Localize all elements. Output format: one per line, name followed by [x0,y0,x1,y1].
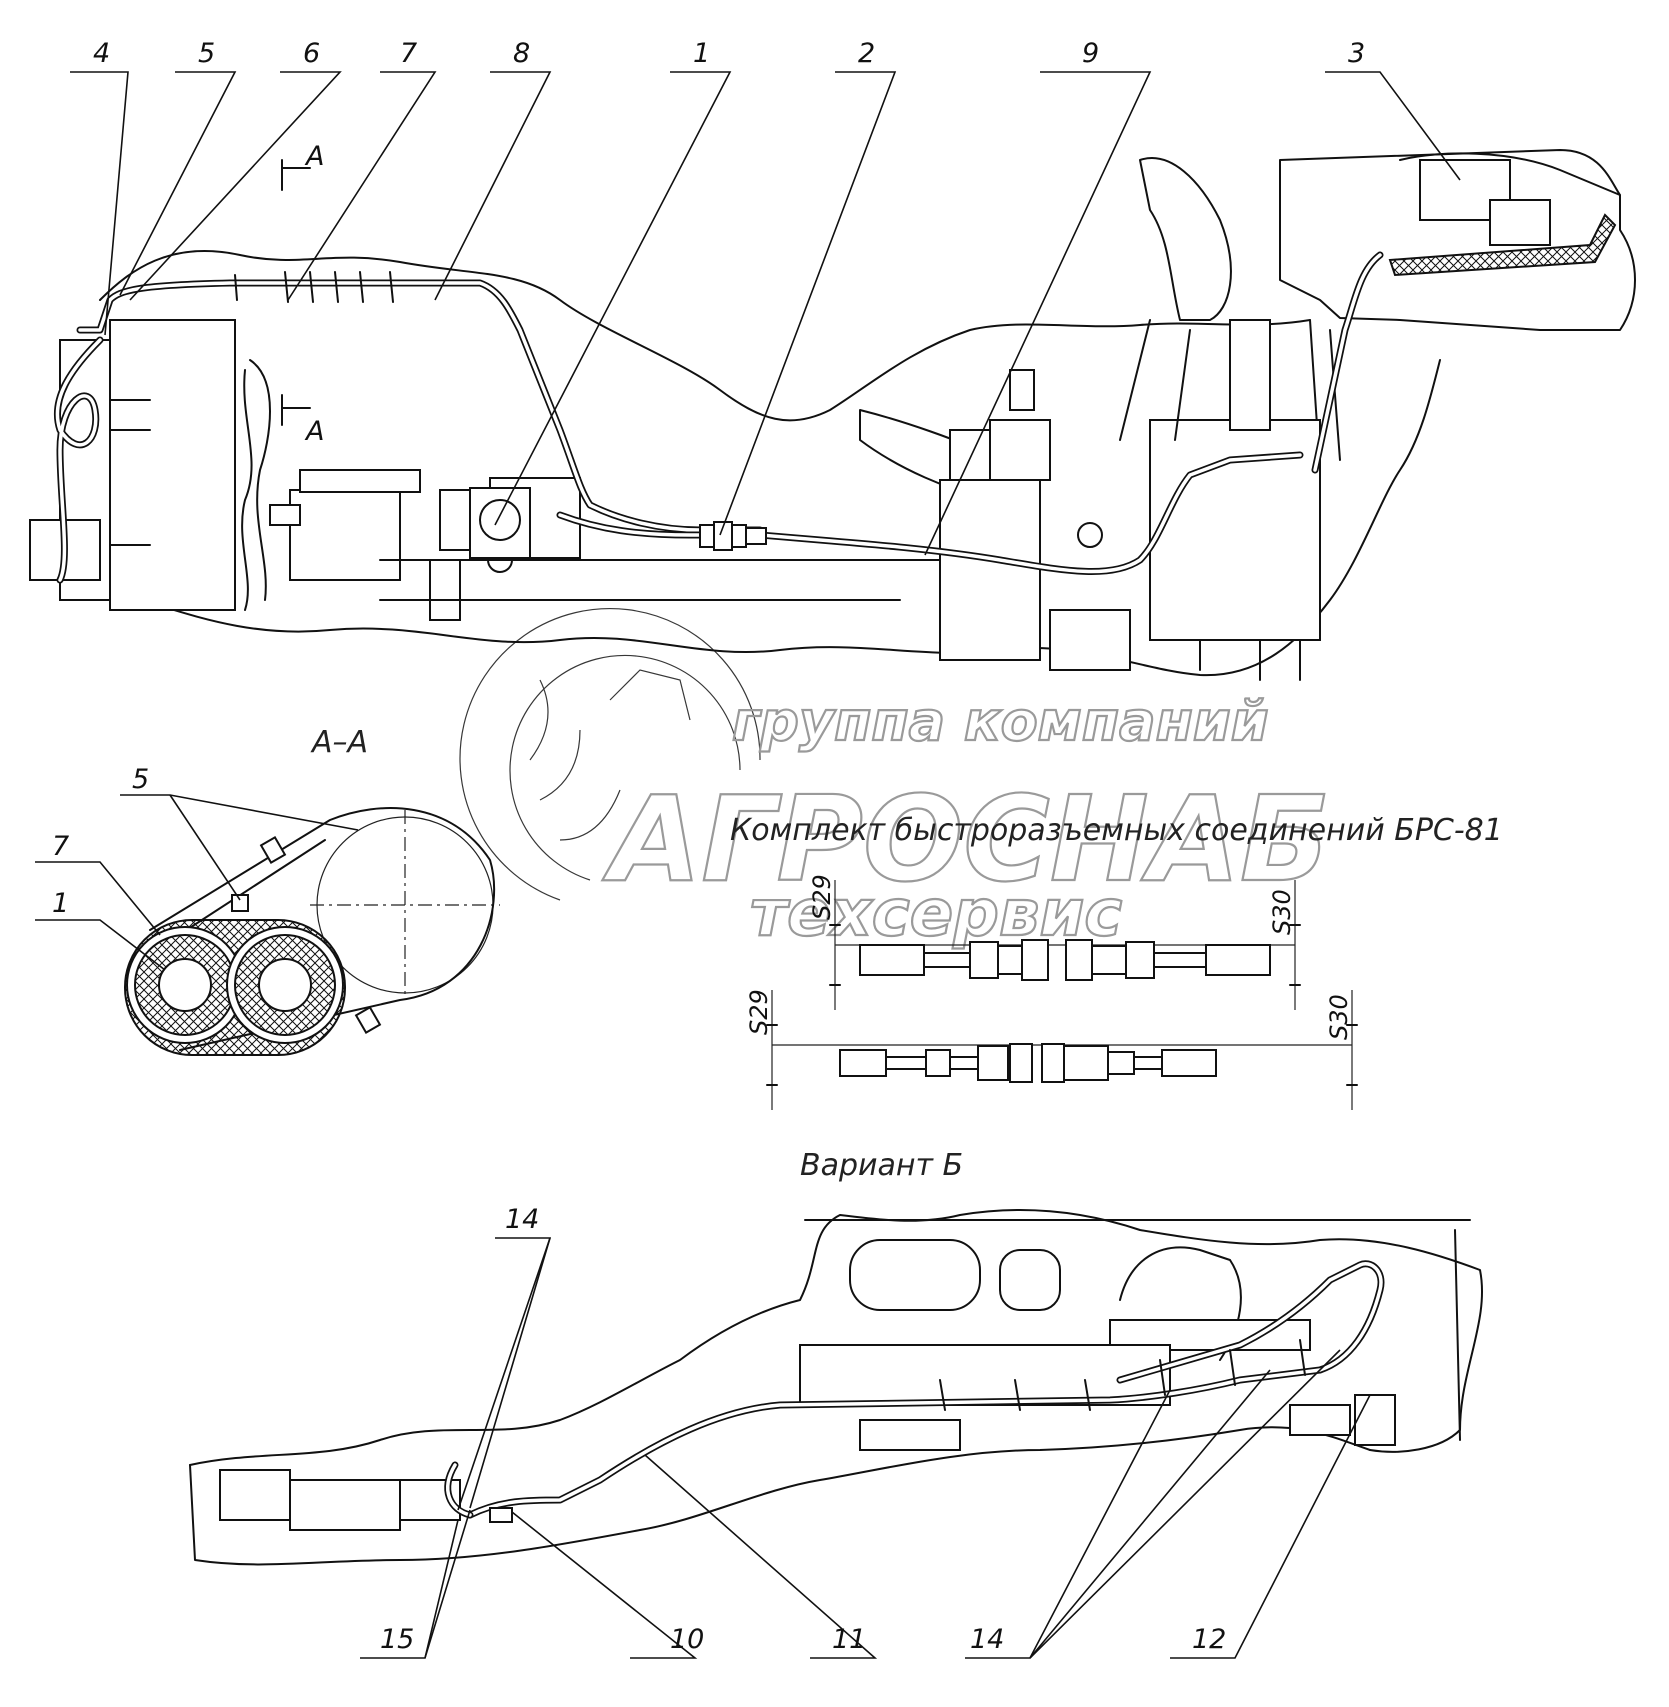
section-mark-bottom: A [304,416,324,447]
coupling-kit-lower [766,990,1358,1110]
section-view-title: A–A [310,725,368,760]
callout-7: 7 [400,38,417,69]
callout-6: 6 [303,38,320,69]
section-callout-5: 5 [132,764,149,795]
variant-b-view [189,1209,1484,1566]
callout-4: 4 [93,38,110,69]
kit-s29-lower: S29 [745,989,773,1035]
main-view: A A [29,141,1636,681]
callout-11: 11 [832,1624,866,1655]
callout-leaders-variant [360,1237,1371,1659]
callout-14-top: 14 [505,1204,539,1235]
watermark-line2: АГРОСНАБ [602,770,1330,908]
section-callout-1: 1 [52,888,69,919]
watermark-line1: группа компаний [732,690,1269,753]
watermark-logo [459,608,761,901]
callout-2: 2 [858,38,875,69]
kit-title: Комплект быстроразъемных соединений БРС-… [730,813,1503,848]
callout-12: 12 [1192,1624,1226,1655]
callout-1: 1 [693,38,710,69]
quick-coupler-assembly [699,521,767,551]
coupling-kit-upper [829,880,1301,1010]
callout-9: 9 [1082,38,1099,69]
section-callout-7: 7 [52,831,69,862]
callout-3: 3 [1348,38,1365,69]
watermark-line3: техсервис [750,877,1122,951]
callout-leaders-main [70,71,1461,556]
callout-5: 5 [198,38,215,69]
section-mark-top: A [304,141,324,172]
section-view-a-a [35,794,500,1056]
kit-s30-upper: S30 [1268,889,1296,935]
kit-s30-lower: S30 [1325,994,1353,1040]
callout-14-bottom: 14 [970,1624,1004,1655]
callout-10: 10 [670,1624,704,1655]
hose-clamps [234,271,394,303]
variant-title: Вариант Б [800,1148,963,1183]
callout-15: 15 [380,1624,414,1655]
kit-s29-upper: S29 [808,874,836,920]
callout-8: 8 [513,38,530,69]
